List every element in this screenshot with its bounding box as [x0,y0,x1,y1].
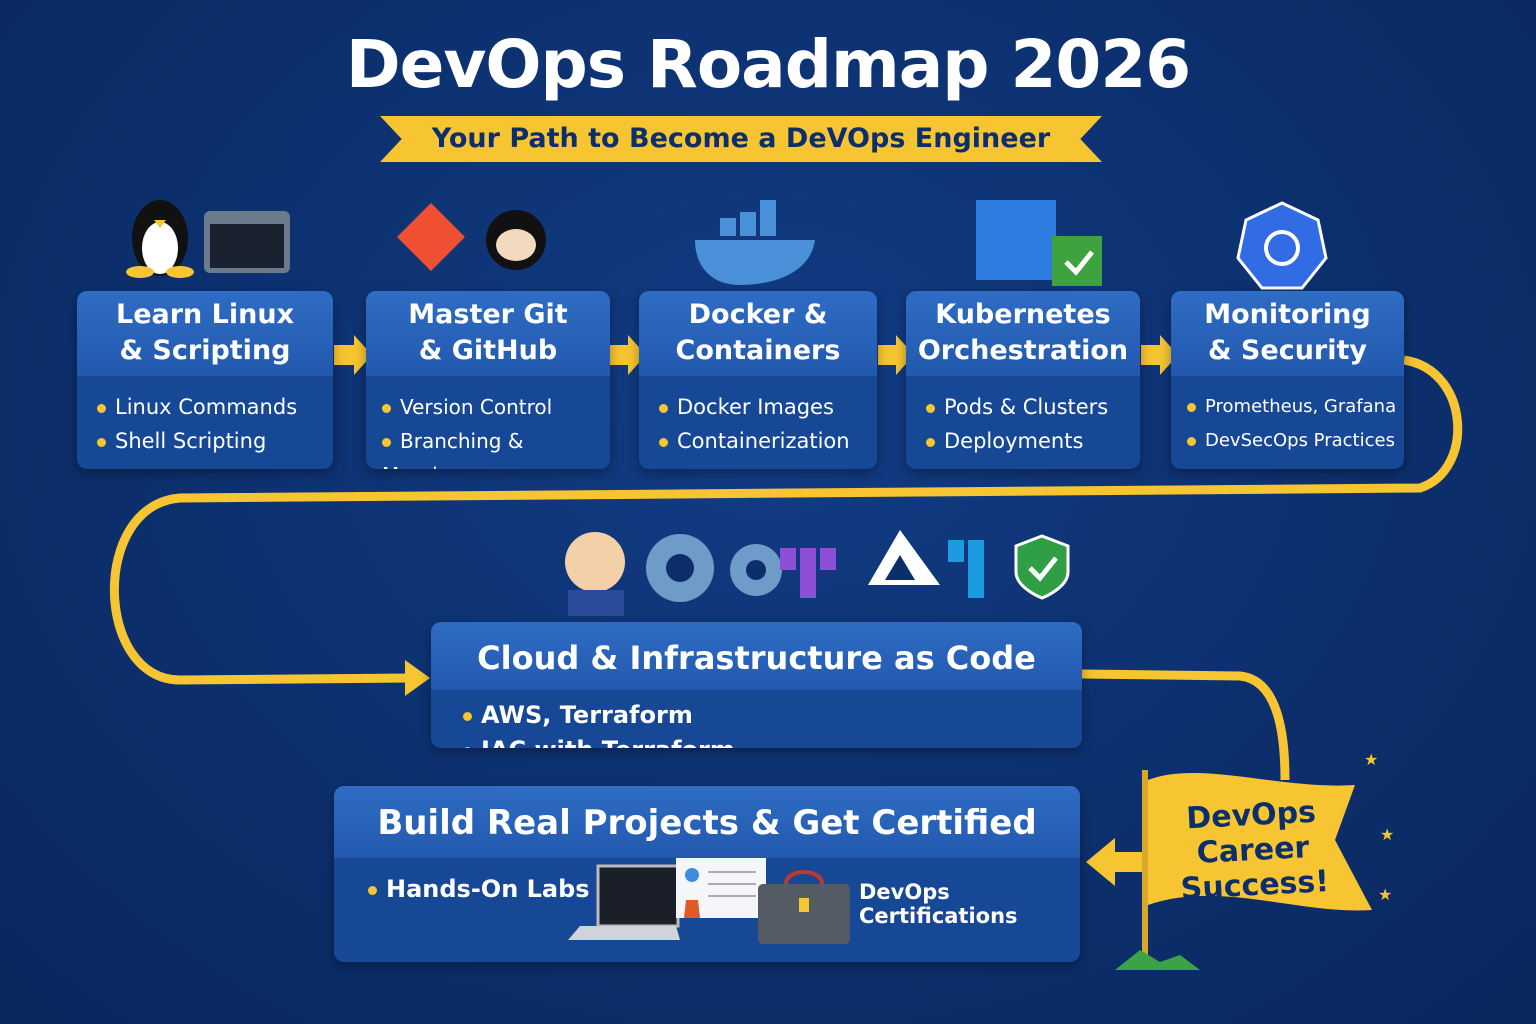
jenkins-icon [565,532,625,616]
step-title: & GitHub [418,335,558,366]
terraform-icon [948,540,984,598]
list-item: Version Control [382,390,610,424]
terminal-icon [204,211,290,273]
gear-icon [646,534,714,602]
certifications-label: DevOps Certifications [859,880,1018,928]
step-title: Orchestration [917,335,1129,366]
list-item: Prometheus, Grafana [1187,390,1404,424]
list-item: Docker Images [659,390,877,424]
star-icon: ★ [1378,885,1393,904]
star-icon: ★ [1364,750,1379,769]
page-title: DevOps Roadmap 2026 [345,26,1191,103]
step-card-monitoring: Monitoring & Security Prometheus, Grafana… [1171,291,1404,469]
gear-icon [730,544,782,596]
step-title: Docker & [688,299,828,330]
linux-penguin-icon [126,200,194,278]
github-octocat-icon [486,210,546,270]
build-certify-card: Build Real Projects & Get Certified Hand… [334,786,1080,962]
cube-check-icon [976,200,1102,286]
list-item: Deployments [926,424,1140,458]
git-icon [397,203,465,271]
list-item: Shell Scripting [97,424,333,458]
career-success-flag: DevOps Career Success! [1165,794,1340,908]
list-item: DevSecOps Practices [1187,424,1404,458]
list-item: IAC with Terraform [463,733,735,748]
list-item: Branching & Merging [382,424,610,469]
step-title: Kubernetes [935,299,1111,330]
terraform-icon [780,548,836,598]
step-title: Master Git [408,299,568,330]
list-item: Linux Commands [97,390,333,424]
flag [1115,770,1372,970]
cloud-title: Cloud & Infrastructure as Code [431,622,1082,690]
list-item: Containerization [659,424,877,458]
cloud-iac-card: Cloud & Infrastructure as Code AWS, Terr… [431,622,1082,748]
step-title: Monitoring [1204,299,1371,330]
docker-whale-icon [695,200,815,285]
list-item: Pods & Clusters [926,390,1140,424]
list-item: Hands-On Labs [368,872,590,906]
subtitle-banner: Your Path to Become a DeVOps Engineer [380,116,1102,162]
step-title: & Security [1207,335,1367,366]
star-icon: ★ [1380,825,1395,844]
step-title: Containers [675,335,841,366]
azure-icon [868,530,940,585]
list-item: AWS, Terraform [463,698,693,732]
step-title: Learn Linux [116,299,294,330]
step-arrows [334,335,1178,886]
build-title: Build Real Projects & Get Certified [334,786,1080,858]
step-title: & Scripting [119,335,291,366]
kubernetes-helm-icon [1236,201,1328,290]
shield-check-icon [1014,534,1070,600]
